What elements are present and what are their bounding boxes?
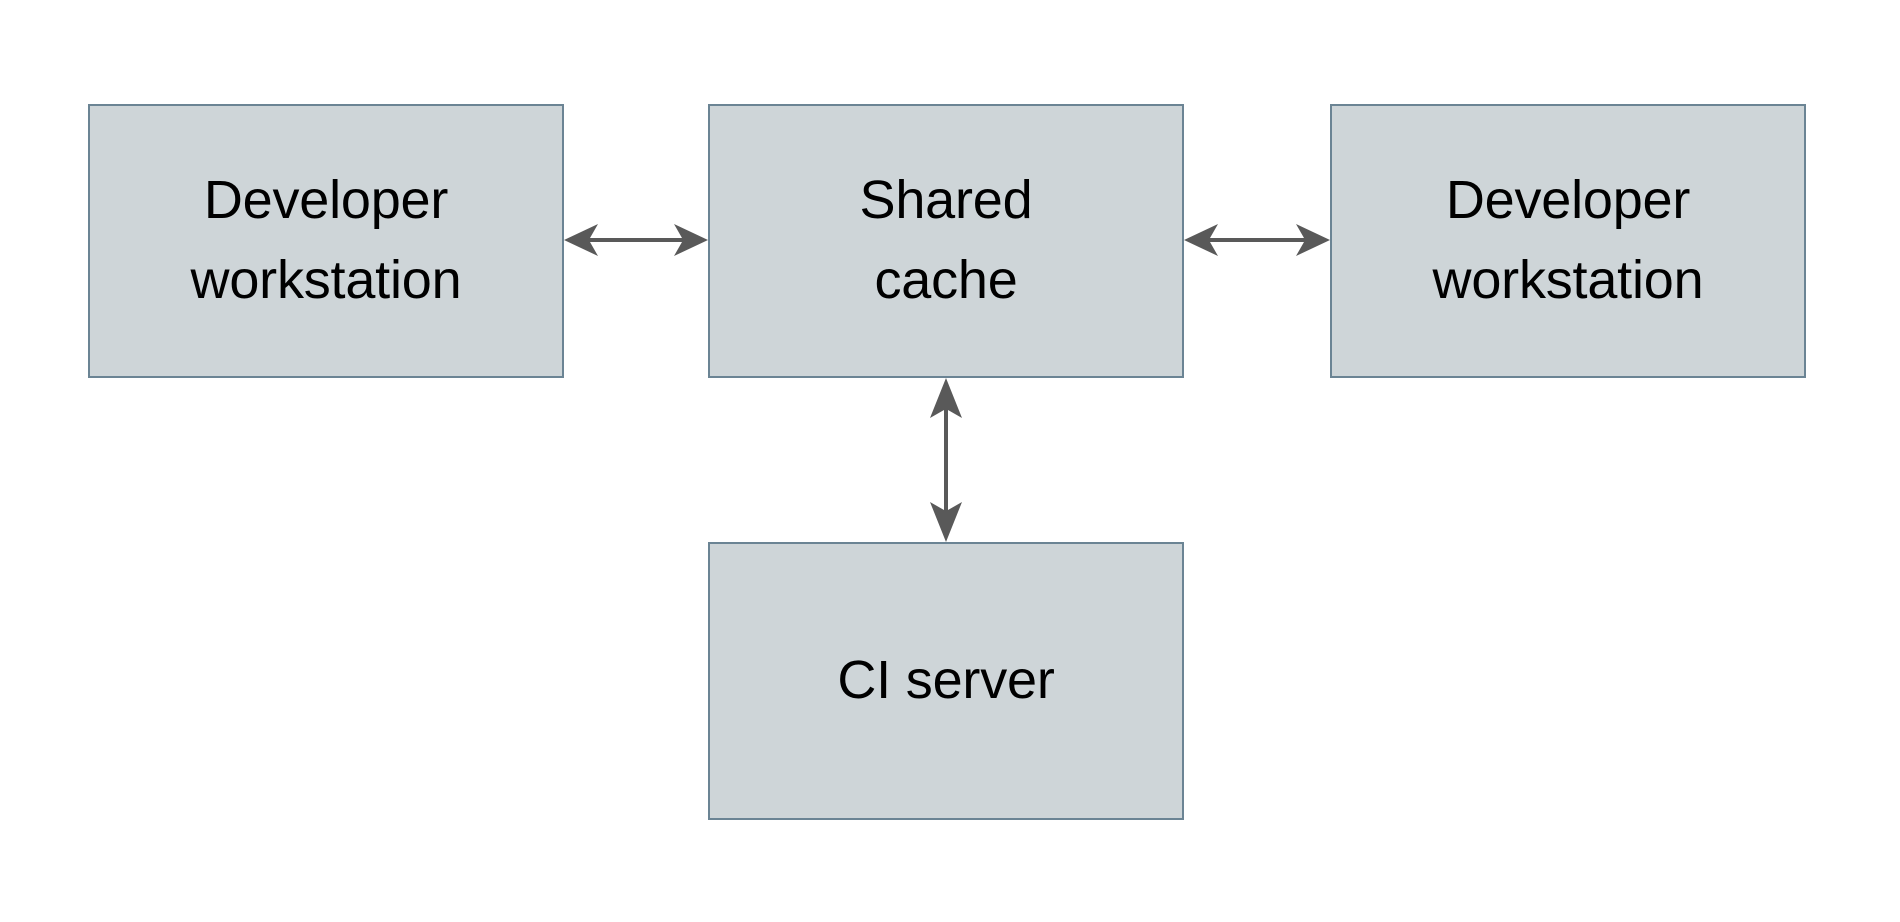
connector-developer-workstation-left-to-shared-cache[interactable]	[564, 212, 708, 268]
connector-shared-cache-to-developer-workstation-right[interactable]	[1184, 212, 1330, 268]
double-arrow-icon	[930, 378, 962, 542]
double-arrow-icon	[564, 224, 708, 256]
connector-shared-cache-to-ci-server[interactable]	[918, 378, 974, 542]
node-label: Shared cache	[859, 170, 1033, 310]
node-label: Developer workstation	[190, 170, 462, 310]
node-developer-workstation-left[interactable]: Developer workstation	[88, 104, 564, 378]
node-shared-cache[interactable]: Shared cache	[708, 104, 1184, 378]
node-developer-workstation-right[interactable]: Developer workstation	[1330, 104, 1806, 378]
node-label: CI server	[837, 650, 1055, 711]
node-label: Developer workstation	[1432, 170, 1704, 310]
node-ci-server[interactable]: CI server	[708, 542, 1184, 820]
double-arrow-icon	[1184, 224, 1330, 256]
